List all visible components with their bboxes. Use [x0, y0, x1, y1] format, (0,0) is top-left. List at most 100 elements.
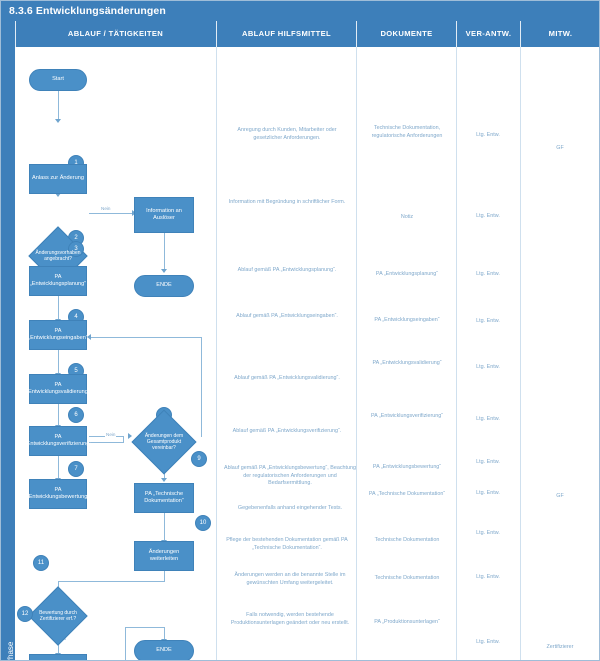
connector — [164, 233, 165, 270]
verantwortlich-text: Ltg. Entw. — [476, 364, 500, 370]
connector — [89, 337, 202, 338]
flow-node-pa-technische-dokumentation[interactable]: PA „Technische Dokumentation“ — [134, 483, 194, 513]
connector — [58, 581, 165, 582]
flow-node-aenderungen-weiterleiten[interactable]: Änderungen weiterleiten — [134, 541, 194, 571]
verantwortlich-text: Ltg. Entw. — [476, 213, 500, 219]
phase-label: Phase — [6, 641, 15, 661]
dokumente-text: PA „Entwicklungseingaben“ — [374, 317, 440, 323]
column-header-ablauf: ABLAUF / TÄTIGKEITEN — [67, 29, 164, 38]
flow-node-pa-produktionsunterlagen[interactable]: PA „Produktionsunterlagen“ — [29, 654, 87, 660]
connector — [123, 436, 124, 443]
flow-decision-label: Änderungsvorhaben angebracht? — [35, 249, 81, 262]
step-badge-10: 10 — [195, 515, 211, 531]
connector — [58, 404, 59, 426]
mitwirkend-text: Zertifizierer — [546, 644, 574, 650]
flow-node-pa-entwicklungsbewertung[interactable]: PA „Entwicklungsbewertung“ — [27, 479, 89, 509]
step-badge-7: 7 — [68, 461, 84, 477]
hilfsmittel-text: Ablauf gemäß PA „Entwicklungsplanung“. — [237, 267, 337, 273]
flow-node-anlass-zur-aenderung[interactable]: Anlass zur Änderung — [29, 164, 87, 194]
dokumente-text: PA „Entwicklungsvalidierung“ — [372, 360, 442, 366]
step-badge-3: 3 — [68, 241, 84, 257]
header-separator — [15, 21, 16, 47]
connector — [58, 296, 59, 320]
dokumente-text: PA „Entwicklungsbewertung“ — [372, 464, 442, 470]
dokumente-text: PA „Entwicklungsverifizierung“ — [370, 413, 444, 419]
dokumente-text: Notiz — [400, 214, 414, 220]
flow-node-pa-entwicklungseingaben[interactable]: PA „Entwicklungseingaben“ — [28, 320, 88, 350]
flow-node-ende-1[interactable]: ENDE — [134, 275, 194, 297]
column-header-mitw: MITW. — [548, 29, 573, 38]
arrow-head-icon — [161, 269, 167, 273]
column-divider — [216, 47, 217, 660]
flow-node-pa-entwicklungsvalidierung[interactable]: PA „Entwicklungsvalidierung“ — [26, 374, 90, 404]
flow-node-pa-entwicklungsplanung[interactable]: PA „Entwicklungsplanung“ — [29, 266, 87, 296]
column-header-hilfsmittel: ABLAUF HILFSMITTEL — [242, 29, 331, 38]
flow-node-ende-2[interactable]: ENDE — [134, 640, 194, 660]
hilfsmittel-text: Ablauf gemäß PA „Entwicklungseingaben“. — [236, 313, 338, 319]
swimlane-body: Phase Nein Ja — [1, 47, 599, 661]
flow-node-start[interactable]: Start — [29, 69, 87, 91]
hilfsmittel-text: Gegebenenfalls anhand eingehender Tests. — [237, 505, 343, 511]
connector — [125, 627, 164, 628]
column-divider — [520, 47, 521, 660]
step-badge-9: 9 — [191, 451, 207, 467]
verantwortlich-text: Ltg. Entw. — [476, 574, 500, 580]
connector — [89, 213, 133, 214]
dokumente-text: PA „Entwicklungsplanung“ — [375, 271, 439, 277]
flow-node-pa-entwicklungsverifizierung[interactable]: PA „Entwicklungsverifizierung“ — [25, 426, 91, 456]
dokumente-text: PA „Produktionsunterlagen“ — [374, 619, 440, 625]
hilfsmittel-text: Pflege der bestehenden Dokumentation gem… — [226, 537, 348, 551]
connector — [201, 337, 202, 437]
page-title: 8.3.6 Entwicklungsänderungen — [1, 1, 599, 21]
connector — [164, 627, 165, 640]
connector — [58, 350, 59, 374]
column-divider — [456, 47, 457, 660]
connector — [125, 627, 126, 660]
phase-bar: Phase — [1, 47, 15, 661]
connector — [164, 571, 165, 582]
hilfsmittel-text: Anregung durch Kunden, Mitarbeiter oder … — [237, 127, 337, 141]
branch-label-nein: Nein — [105, 432, 117, 437]
arrow-head-icon — [87, 334, 91, 340]
header-separator — [456, 21, 457, 47]
branch-label-nein: Nein — [100, 206, 112, 211]
arrow-head-icon — [128, 433, 132, 439]
header-separator — [356, 21, 357, 47]
arrow-head-icon — [55, 119, 61, 123]
flow-decision-gesamtprodukt-vereinbar[interactable]: Änderungen dem Gesamtprodukt vereinbar? — [131, 409, 197, 475]
header-separator — [520, 21, 521, 47]
hilfsmittel-text: Falls notwendig, werden bestehende Produ… — [230, 612, 350, 626]
flow-decision-label: Änderungen dem Gesamtprodukt vereinbar? — [144, 432, 184, 452]
column-header-dokumente: DOKUMENTE — [380, 29, 433, 38]
arrow-head-icon — [161, 478, 167, 482]
mitwirkend-text: GF — [556, 145, 564, 151]
dokumente-text: Technische Dokumentation, regulatorische… — [371, 125, 443, 139]
connector — [164, 513, 165, 541]
mitwirkend-text: GF — [556, 493, 564, 499]
step-badge-11: 11 — [33, 555, 49, 571]
flow-decision-aenderungsvorhaben[interactable]: Änderungsvorhaben angebracht? — [28, 226, 88, 286]
verantwortlich-text: Ltg. Entw. — [476, 459, 500, 465]
connector — [58, 91, 59, 120]
connector — [58, 456, 59, 479]
verantwortlich-text: Ltg. Entw. — [476, 318, 500, 324]
flow-node-information-an-ausloeser[interactable]: Information an Auslöser — [134, 197, 194, 233]
verantwortlich-text: Ltg. Entw. — [476, 490, 500, 496]
arrow-head-icon — [55, 193, 61, 197]
column-divider — [356, 47, 357, 660]
verantwortlich-text: Ltg. Entw. — [476, 416, 500, 422]
column-header-verantw: VER-ANTW. — [465, 29, 512, 38]
hilfsmittel-text: Änderungen werden an die benannte Stelle… — [234, 572, 346, 586]
dokumente-text: PA „Technische Dokumentation“ — [368, 491, 446, 497]
dokumente-text: Technische Dokumentation — [374, 575, 440, 581]
hilfsmittel-text: Ablauf gemäß PA „Entwicklungsverifizieru… — [232, 428, 342, 434]
verantwortlich-text: Ltg. Entw. — [476, 639, 500, 645]
verantwortlich-text: Ltg. Entw. — [476, 530, 500, 536]
hilfsmittel-text: Ablauf gemäß PA „Entwicklungsbewertung“,… — [223, 465, 357, 487]
verantwortlich-text: Ltg. Entw. — [476, 132, 500, 138]
hilfsmittel-text: Information mit Begründung in schriftlic… — [228, 199, 346, 205]
connector — [89, 442, 123, 443]
flow-decision-bewertung-zertifizierer[interactable]: Bewertung durch Zertifizierer erf.? — [28, 586, 88, 646]
step-badge-12: 12 — [17, 606, 33, 622]
